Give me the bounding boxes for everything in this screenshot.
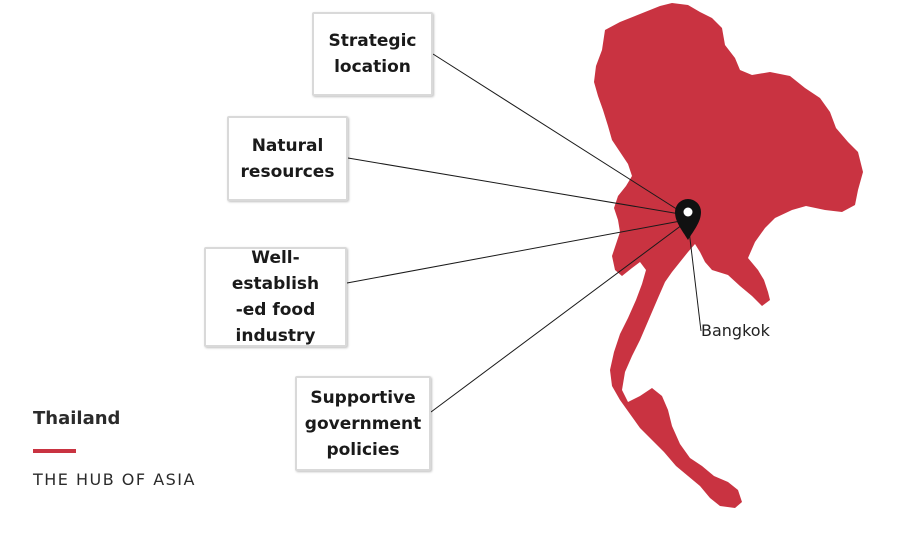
factor-text: Supportive xyxy=(310,387,416,408)
connector-strategic xyxy=(432,53,687,216)
factor-box-government-policies: Supportive government policies xyxy=(295,376,431,471)
factor-text: industry xyxy=(235,326,316,346)
factor-text: -ed food xyxy=(235,300,316,320)
city-label-bangkok: Bangkok xyxy=(701,321,770,340)
connector-lines xyxy=(346,53,702,413)
factor-text: government xyxy=(304,413,422,434)
factor-text: resources xyxy=(240,161,335,182)
factor-box-natural-resources: Natural resources xyxy=(227,116,348,201)
factor-text: Strategic xyxy=(328,31,417,51)
country-title: Thailand xyxy=(33,408,121,429)
connector-government xyxy=(430,221,687,413)
factor-text: Well-establish xyxy=(231,248,320,294)
factor-box-food-industry: Well-establish -ed food industry xyxy=(204,247,347,347)
tagline: THE HUB OF ASIA xyxy=(33,470,196,489)
connector-food xyxy=(346,219,687,284)
thailand-map xyxy=(594,3,863,508)
factor-text: policies xyxy=(326,439,400,460)
factor-text: Natural xyxy=(251,135,324,156)
connector-bangkok xyxy=(687,221,702,332)
accent-divider xyxy=(33,449,76,453)
map-pin-icon xyxy=(675,199,701,240)
connector-natural xyxy=(347,157,687,216)
factor-text: location xyxy=(334,57,411,77)
factor-box-strategic-location: Strategic location xyxy=(312,12,433,96)
